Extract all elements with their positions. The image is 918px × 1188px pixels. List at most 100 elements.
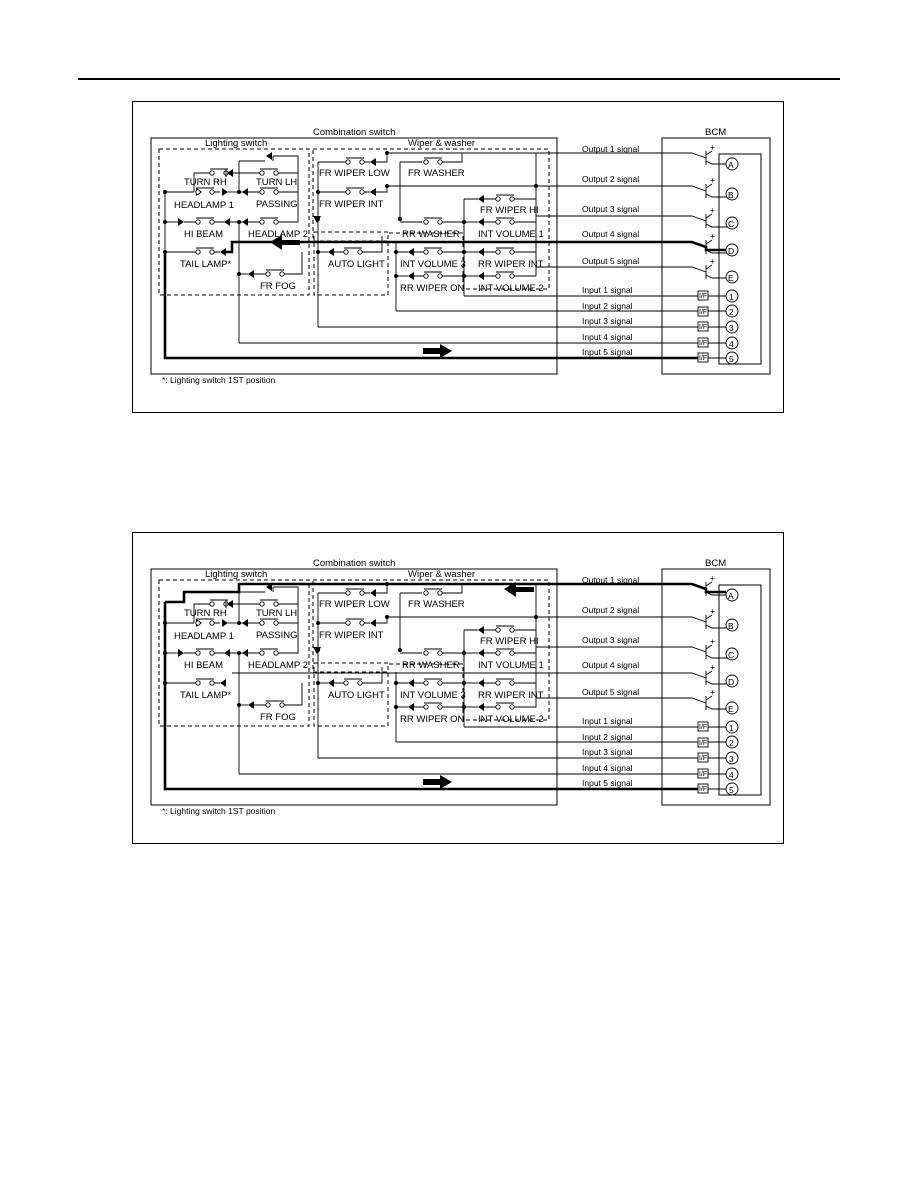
switch-fr-washer <box>423 153 463 165</box>
svg-text:+: + <box>710 256 715 266</box>
diode-fr-fog <box>248 701 254 709</box>
arrow-fr-wiper <box>313 216 321 223</box>
label-hi-beam: HI BEAM <box>184 229 223 240</box>
combination-switch-label: Combination switch <box>313 127 395 138</box>
diode-fr-wiper-hi <box>478 195 484 203</box>
pin-a: A <box>725 157 739 171</box>
svg-text:+: + <box>710 142 715 152</box>
output-4-label: Output 4 signal <box>582 229 639 239</box>
diode-int-volume-2 <box>478 703 484 711</box>
output-3-wire <box>536 646 707 653</box>
switch-rr-wiper-int <box>484 222 537 255</box>
bcm-inner <box>718 153 762 365</box>
svg-text:5: 5 <box>729 785 734 795</box>
diode-rr-wiper-on <box>408 272 414 280</box>
diode-auto-light <box>328 679 334 687</box>
pin-2: 2 <box>725 735 739 749</box>
label-headlamp-2: HEADLAMP 2 <box>248 229 308 240</box>
label-fr-wiper-int: FR WIPER INT <box>319 630 384 641</box>
label-headlamp-2: HEADLAMP 2 <box>248 660 308 671</box>
switch-turn-rh <box>209 599 239 607</box>
flow-arrow-left <box>504 582 534 597</box>
svg-text:4: 4 <box>729 339 734 349</box>
diode-fr-wiper-hi <box>478 626 484 634</box>
label-fr-washer: FR WASHER <box>408 168 465 179</box>
switch-headlamp1 <box>195 187 220 195</box>
svg-text:3: 3 <box>729 323 734 333</box>
switch-fr-fog <box>254 252 303 277</box>
svg-text:B: B <box>728 621 734 631</box>
label-turn-lh: TURN LH <box>256 177 297 188</box>
svg-text:I/F: I/F <box>699 324 707 331</box>
pin-2: 2 <box>725 304 739 318</box>
diode-fr-wiper-low <box>370 589 376 597</box>
switch-turn-rh <box>209 168 239 176</box>
diode-rr-wiper-int <box>478 248 484 256</box>
pin-d: D <box>725 674 739 688</box>
switch-fr-fog <box>254 683 303 708</box>
active-output-path <box>163 582 726 683</box>
output-4-wire <box>232 672 707 679</box>
svg-text:E: E <box>728 704 734 714</box>
label-tail-lamp: TAIL LAMP* <box>180 690 232 701</box>
diode-int-volume-2 <box>478 272 484 280</box>
label-rr-wiper-on: RR WIPER ON <box>400 714 465 725</box>
wiper-washer-label: Wiper & washer <box>408 569 475 580</box>
pin-3: 3 <box>725 320 739 334</box>
pin-c: C <box>725 216 739 230</box>
label-int-volume-1: INT VOLUME 1 <box>478 660 544 671</box>
switch-tail-lamp <box>165 678 220 686</box>
input-5-label: Input 5 signal <box>582 778 633 788</box>
bcm-transistors: +++++ <box>705 142 730 279</box>
svg-text:5: 5 <box>729 354 734 364</box>
bcm-box <box>661 137 771 375</box>
label-auto-light: AUTO LIGHT <box>328 690 385 701</box>
svg-text:I/F: I/F <box>699 293 707 300</box>
label-int-volume-1: INT VOLUME 1 <box>478 229 544 240</box>
label-turn-rh: TURN RH <box>184 177 227 188</box>
diagram-frame <box>132 101 784 413</box>
svg-text:+: + <box>710 231 715 241</box>
pin-b: B <box>725 618 739 632</box>
wire-turn-lh <box>238 155 299 192</box>
pin-e: E <box>725 701 739 715</box>
diode-int-volume-3 <box>408 679 414 687</box>
diode-headlamp2 <box>242 218 248 226</box>
switch-int-volume-2 <box>484 683 537 710</box>
diagram-bottom: Combination switch Lighting switch Wiper… <box>132 532 784 849</box>
switch-fr-wiper-low <box>318 588 370 596</box>
input-4-label: Input 4 signal <box>582 332 633 342</box>
svg-text:I/F: I/F <box>699 724 707 731</box>
svg-text:D: D <box>728 246 734 256</box>
label-tail-lamp: TAIL LAMP* <box>180 259 232 270</box>
label-int-volume-2: INT VOLUME 2 <box>478 283 544 294</box>
label-fr-wiper-int: FR WIPER INT <box>319 199 384 210</box>
diode-turn-rh <box>225 600 233 608</box>
diode-int-volume-3 <box>408 248 414 256</box>
wiper-washer-box <box>312 579 550 721</box>
arrow-fr-wiper <box>313 647 321 654</box>
label-int-volume-2: INT VOLUME 2 <box>478 714 544 725</box>
pin-5: 5 <box>725 351 739 365</box>
lighting-switch-label: Lighting switch <box>205 138 267 149</box>
label-fr-fog: FR FOG <box>260 281 296 292</box>
diode-fr-wiper-int <box>370 188 376 196</box>
input-1-label: Input 1 signal <box>582 716 633 726</box>
svg-text:C: C <box>728 219 734 229</box>
output-5-label: Output 5 signal <box>582 687 639 697</box>
diode-headlamp1-b <box>222 188 228 196</box>
output-1-wire <box>387 152 707 159</box>
switch-hi-beam <box>184 217 225 225</box>
if-blocks: I/F I/F I/F I/F I/F <box>697 721 726 794</box>
active-input-path <box>163 252 698 360</box>
switch-rr-washer <box>423 648 464 656</box>
switch-rr-wiper-on <box>414 683 465 710</box>
svg-text:I/F: I/F <box>699 309 707 316</box>
switch-fr-washer <box>423 584 463 596</box>
switch-headlamp2 <box>248 623 299 656</box>
svg-text:+: + <box>710 606 715 616</box>
flow-arrow-right <box>423 775 452 789</box>
svg-text:+: + <box>710 175 715 185</box>
switch-headlamp1 <box>195 618 220 626</box>
diode-turn-top <box>266 152 272 160</box>
